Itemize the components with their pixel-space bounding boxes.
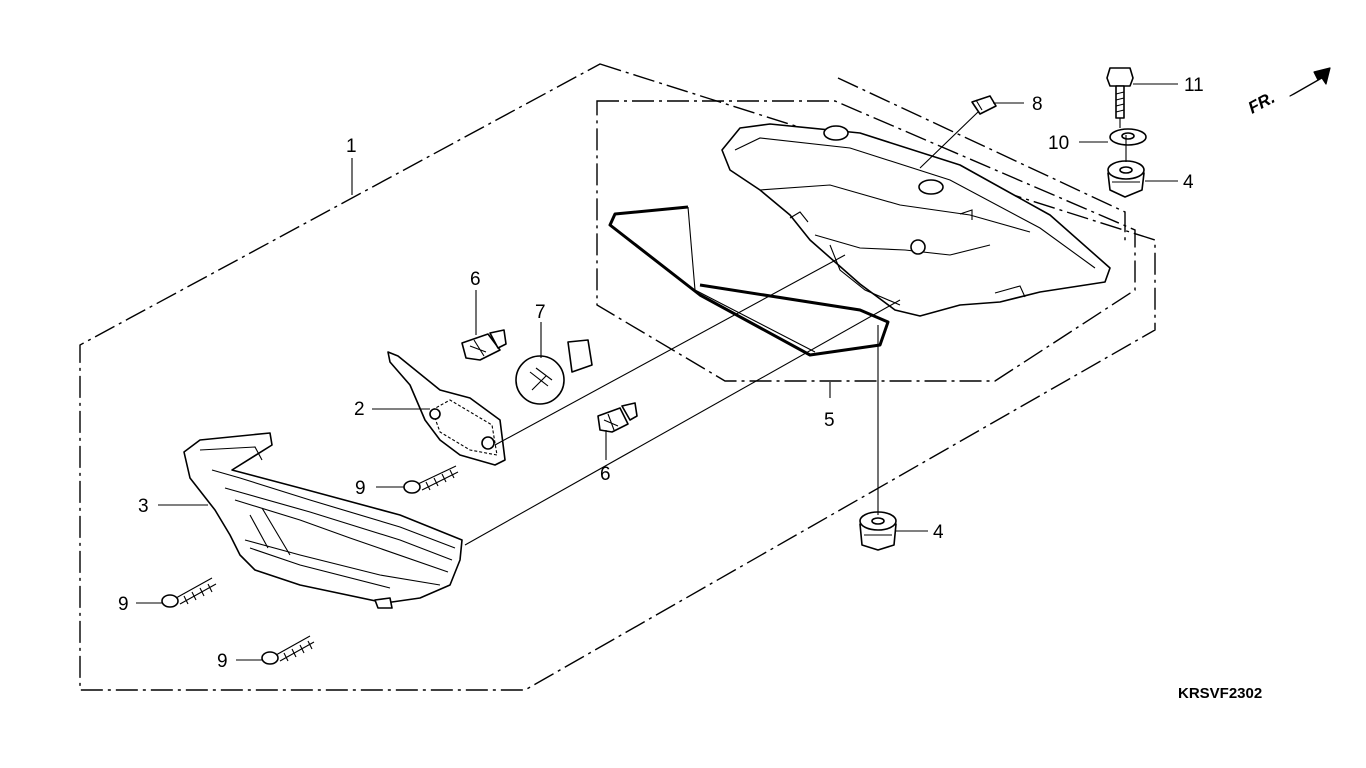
washer — [1109, 128, 1147, 146]
callout-5: 5 — [824, 410, 835, 431]
front-direction-label: FR. — [1245, 88, 1278, 118]
callout-4b: 4 — [933, 522, 944, 543]
alignment-line-1 — [494, 254, 846, 446]
lens-gasket-inner — [687, 206, 816, 353]
clip-nut — [971, 95, 997, 115]
callout-9b: 9 — [118, 594, 129, 615]
small-bulb-lower — [597, 402, 638, 433]
housing-outline — [596, 100, 1136, 382]
callout-11: 11 — [1184, 75, 1204, 96]
callout-6b: 6 — [600, 464, 611, 485]
alignment-line-2 — [464, 299, 901, 546]
rubber-grommet-lower — [859, 511, 897, 551]
small-bulb-upper — [461, 329, 507, 361]
flange-bolt — [1106, 67, 1134, 119]
grommet-bracket-line — [837, 77, 1126, 245]
callout-2: 2 — [354, 399, 365, 420]
callout-10: 10 — [1048, 133, 1069, 154]
tapping-screw-1 — [403, 465, 459, 494]
tapping-screw-3 — [261, 635, 315, 665]
rear-lens — [183, 432, 463, 609]
stop-tail-bulb — [515, 339, 593, 405]
diagram-code: KRSVF2302 — [1178, 685, 1262, 702]
callout-4a: 4 — [1183, 172, 1194, 193]
taillight-housing — [721, 123, 1111, 317]
callout-9c: 9 — [217, 651, 228, 672]
callout-8: 8 — [1032, 94, 1043, 115]
rubber-grommet-upper — [1107, 160, 1145, 198]
callout-9a: 9 — [355, 478, 366, 499]
assembly-outline — [79, 63, 1156, 691]
callout-6a: 6 — [470, 269, 481, 290]
reflector-plate — [387, 351, 506, 466]
callout-3: 3 — [138, 496, 149, 517]
callout-1: 1 — [346, 136, 357, 157]
front-arrow-icon: FR. — [1245, 67, 1331, 118]
callout-7: 7 — [535, 302, 546, 323]
tapping-screw-2 — [161, 577, 217, 608]
lens-gasket — [608, 205, 890, 357]
alignment-line-6 — [919, 111, 979, 169]
